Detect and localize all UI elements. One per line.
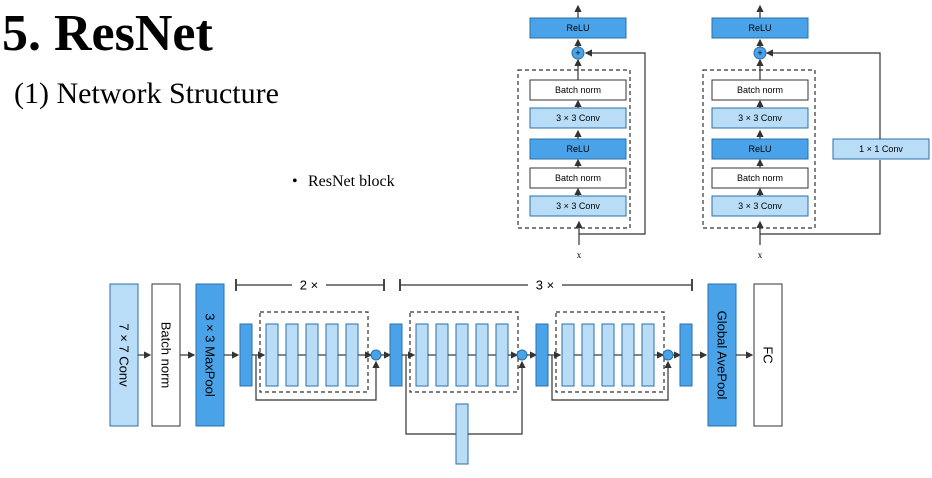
stage-1 bbox=[239, 311, 392, 401]
block-left-skip bbox=[579, 49, 646, 235]
stage-3 bbox=[535, 311, 708, 401]
repeat-b-label: 3 × bbox=[536, 278, 554, 293]
block-right-shortcut-conv bbox=[832, 138, 930, 160]
block-left-bn2-label: Batch norm bbox=[555, 173, 601, 183]
stem-conv7-label: 7 × 7 Conv bbox=[117, 323, 132, 387]
bullet-item: • ResNet block bbox=[292, 172, 395, 192]
block-right-conv1-label: 3 × 3 Conv bbox=[738, 113, 782, 123]
resnet-architecture-diagram: 7 × 7 Conv Batch norm 3 × 3 MaxPool 2 × … bbox=[96, 266, 808, 472]
fc-layer bbox=[753, 283, 783, 427]
block-left-bn1-label: Batch norm bbox=[555, 85, 601, 95]
global-avepool-label: Global AvePool bbox=[715, 311, 730, 400]
block-right-skip bbox=[765, 49, 881, 139]
block-left: x 3 × 3 Conv Batch norm ReLU 3 × 3 Conv … bbox=[517, 4, 646, 260]
block-right-shortcut-label: 1 × 1 Conv bbox=[859, 144, 903, 154]
block-left-frame bbox=[517, 69, 631, 229]
slide-subtitle: (1) Network Structure bbox=[14, 77, 279, 110]
block-right-add-symbol: + bbox=[757, 48, 762, 58]
repeat-a-label: 2 × bbox=[300, 278, 318, 293]
block-left-relu-out-label: ReLU bbox=[566, 23, 589, 33]
block-right-frame bbox=[702, 69, 816, 229]
stem-maxpool-label: 3 × 3 MaxPool bbox=[203, 313, 218, 397]
block-right-bn2-label: Batch norm bbox=[737, 173, 783, 183]
block-left-conv2-label: 3 × 3 Conv bbox=[556, 201, 600, 211]
stem-conv7 bbox=[109, 283, 139, 427]
block-right-relu2-label: ReLU bbox=[748, 144, 771, 154]
bullet-dot: • bbox=[292, 173, 298, 190]
slide-title: 5. ResNet bbox=[2, 5, 213, 62]
block-right: x 3 × 3 Conv Batch norm ReLU 3 × 3 Conv … bbox=[702, 4, 930, 260]
resnet-block-diagram: x 3 × 3 Conv Batch norm ReLU 3 × 3 Conv … bbox=[500, 0, 932, 265]
block-left-input-label: x bbox=[577, 250, 582, 260]
block-left-conv1-label: 3 × 3 Conv bbox=[556, 113, 600, 123]
block-right-relu-out-label: ReLU bbox=[748, 23, 771, 33]
stem-batch-norm-label: Batch norm bbox=[159, 322, 174, 388]
block-right-input-label: x bbox=[758, 250, 763, 260]
block-left-add-symbol: + bbox=[575, 48, 580, 58]
stage-2 bbox=[389, 311, 538, 465]
bullet-text: ResNet block bbox=[308, 173, 395, 190]
block-right-bn1-label: Batch norm bbox=[737, 85, 783, 95]
block-left-relu2-label: ReLU bbox=[566, 144, 589, 154]
fc-label: FC bbox=[761, 346, 776, 363]
block-right-conv2-label: 3 × 3 Conv bbox=[738, 201, 782, 211]
